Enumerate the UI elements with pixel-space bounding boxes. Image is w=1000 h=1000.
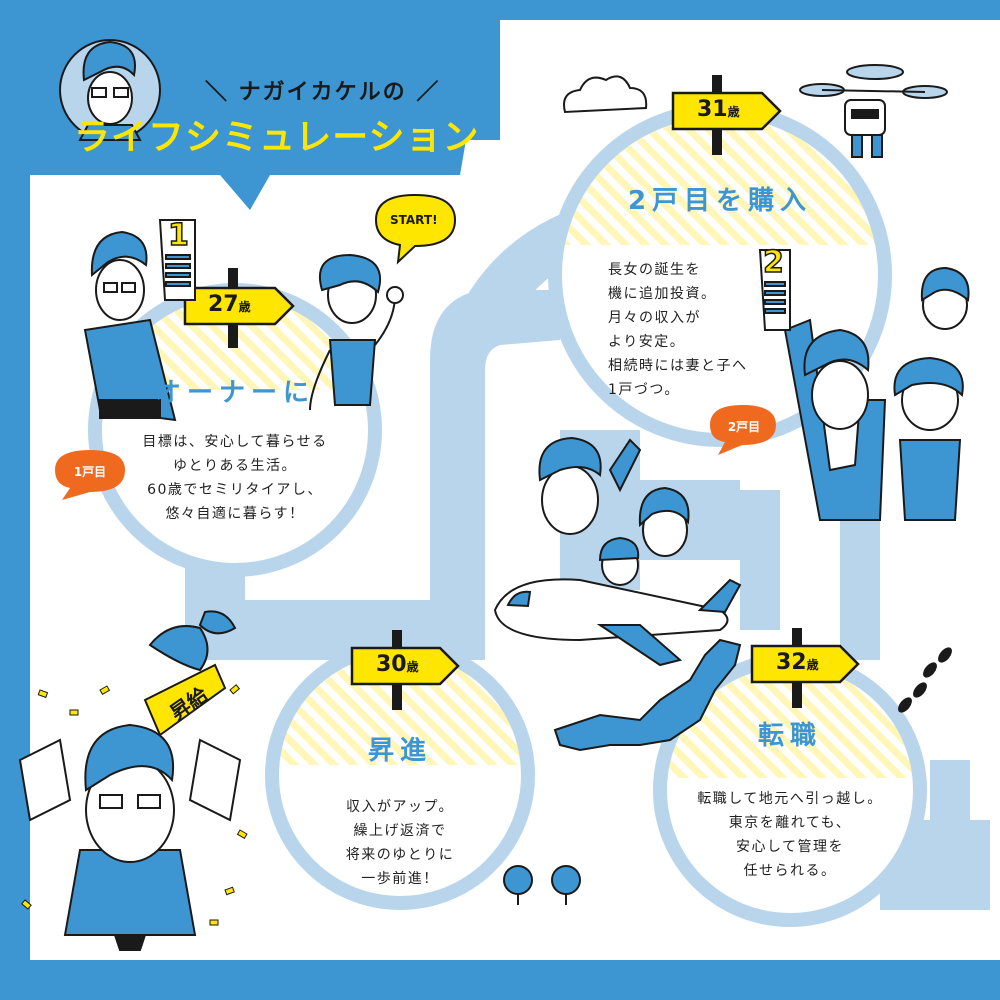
page-title: ライフシミュレーション	[74, 117, 480, 158]
age-31-unit: 歳	[727, 105, 740, 119]
desc-owner-line: ゆとりある生活。	[173, 458, 297, 474]
age-27-number: 27	[208, 292, 239, 317]
age-31-label: 31歳	[697, 97, 740, 122]
age-32-unit: 歳	[806, 658, 819, 672]
footprints-icon	[898, 647, 952, 713]
sign-32	[750, 628, 860, 708]
badge-2-bubble	[710, 405, 776, 455]
badge-2-unit: 2戸目	[727, 420, 761, 434]
desc-promotion-line: 収入がアップ。	[345, 799, 455, 815]
medal-1-number: 1	[167, 217, 189, 254]
drone-icon	[799, 64, 948, 158]
badge-1-bubble	[55, 450, 125, 500]
desc-promotion-line: 繰上げ返済で	[353, 823, 447, 839]
desc-owner: 目標は、安心して暮らせる ゆとりある生活。 60歳でセミリタイアし、 悠々自適に…	[125, 430, 345, 526]
family-two-figure	[758, 249, 970, 521]
desc-second-unit-line: 機に追加投資。	[608, 286, 717, 302]
heading-promotion: 昇進	[367, 736, 432, 766]
tree-icon	[503, 865, 581, 905]
desc-promotion-line: 一歩前進！	[361, 871, 439, 887]
desc-job-change: 転職して地元へ引っ越し。 東京を離れても、 安心して管理を 任せられる。	[675, 787, 905, 883]
badge-1-unit: 1戸目	[73, 465, 107, 479]
desc-job-change-line: 転職して地元へ引っ越し。	[697, 791, 883, 807]
title-banner	[30, 0, 490, 210]
age-32-label: 32歳	[776, 650, 819, 675]
start-bubble	[374, 193, 457, 265]
confetti	[21, 684, 248, 926]
desc-second-unit-line: 長女の誕生を	[608, 262, 701, 278]
age-30-label: 30歳	[376, 652, 419, 677]
heading-second-unit: 2戸目を購入	[627, 186, 813, 216]
cloud-icon	[563, 75, 648, 114]
heading-job-change: 転職	[757, 721, 822, 751]
age-31-number: 31	[697, 97, 728, 122]
age-30-unit: 歳	[406, 660, 419, 674]
avatar-icon	[59, 39, 161, 141]
heading-owner: オーナーに	[154, 378, 315, 408]
medal-2-number: 2	[762, 244, 784, 281]
desc-job-change-line: 安心して管理を	[735, 839, 845, 855]
age-30-number: 30	[376, 652, 407, 677]
circle-32	[653, 653, 927, 927]
title-subtitle: ＼ ナガイカケルの ／	[205, 80, 441, 105]
man-owner-figure	[83, 219, 196, 422]
age-27-unit: 歳	[238, 300, 251, 314]
start-label: START!	[390, 213, 438, 227]
desc-second-unit: 長女の誕生を 機に追加投資。 月々の収入が より安定。 相続時には妻と子へ 1戸…	[608, 258, 778, 402]
desc-job-change-line: 任せられる。	[743, 863, 837, 879]
sign-30	[350, 630, 460, 710]
desc-promotion-line: 将来のゆとりに	[345, 847, 455, 863]
desc-owner-line: 60歳でセミリタイアし、	[147, 482, 323, 498]
desc-job-change-line: 東京を離れても、	[728, 815, 852, 831]
desc-owner-line: 目標は、安心して暮らせる	[142, 434, 328, 450]
age-32-number: 32	[776, 650, 807, 675]
japan-map-icon	[553, 638, 742, 752]
desc-second-unit-line: 相続時には妻と子へ	[608, 358, 748, 374]
desc-second-unit-line: 月々の収入が	[608, 310, 701, 326]
woman-start-figure	[309, 253, 404, 411]
sign-31	[671, 75, 782, 155]
desc-second-unit-line: より安定。	[608, 334, 686, 350]
sign-27	[183, 268, 295, 348]
desc-owner-line: 悠々自適に暮らす！	[165, 506, 305, 522]
age-27-label: 27歳	[208, 292, 251, 317]
desc-second-unit-line: 1戸づつ。	[608, 382, 680, 398]
desc-promotion: 収入がアップ。 繰上げ返済で 将来のゆとりに 一歩前進！	[300, 795, 500, 891]
promotion-man-figure	[18, 610, 242, 951]
airplane-family-figure	[493, 436, 742, 667]
